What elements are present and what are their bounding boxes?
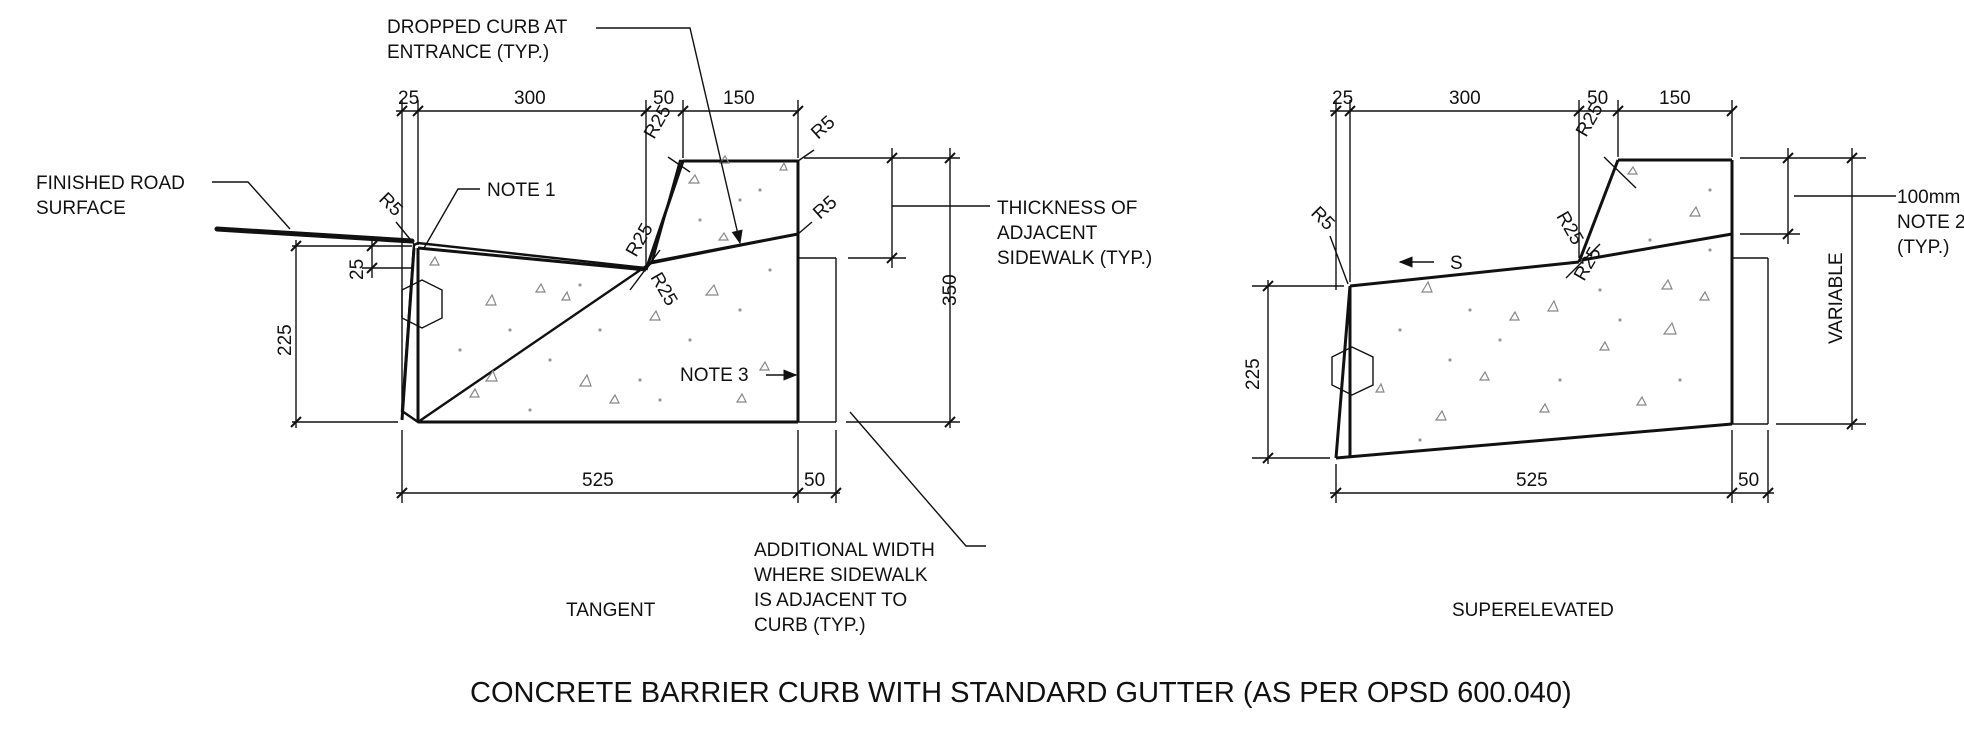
tangent-left-dimensions: 225 25 [275, 236, 412, 428]
super-left-dimensions: 225 [1243, 280, 1344, 464]
super-r5-left: R5 [1306, 203, 1338, 235]
tangent-section: 25 300 50 150 R25 R5 R5 R25 R25 R5 225 2… [36, 17, 1152, 636]
label-100mm: 100mm [1897, 187, 1960, 208]
tangent-aggregate-pattern [428, 154, 788, 412]
tangent-dim-top-150: 150 [723, 88, 755, 109]
label-dropped-curb-1: DROPPED CURB AT [387, 17, 568, 38]
label-thickness-2: ADJACENT [997, 223, 1098, 244]
super-right-dimensions: VARIABLE 100mm NOTE 2 (TYP.) [1740, 148, 1964, 430]
super-dim-top-150: 150 [1659, 88, 1691, 109]
tangent-dim-top-300: 300 [514, 88, 546, 109]
super-top-dimensions: 25 300 50 150 [1330, 88, 1738, 290]
super-dim-top-50: 50 [1587, 88, 1608, 109]
label-finished-road-1: FINISHED ROAD [36, 173, 185, 194]
label-dropped-curb-2: ENTRANCE (TYP.) [387, 42, 549, 63]
super-r25-mid: R25 [1552, 208, 1588, 249]
label-finished-road-2: SURFACE [36, 198, 126, 219]
tangent-r5-top: R5 [807, 112, 839, 144]
drawing-title: CONCRETE BARRIER CURB WITH STANDARD GUTT… [470, 677, 1572, 709]
super-aggregate-pattern [1374, 165, 1712, 442]
tangent-dim-225: 225 [275, 324, 296, 356]
label-additional-4: CURB (TYP.) [754, 615, 866, 636]
super-slope-label: S [1450, 253, 1463, 274]
tangent-dim-top-50: 50 [653, 88, 674, 109]
label-additional-1: ADDITIONAL WIDTH [754, 540, 935, 561]
caption-superelevated: SUPERELEVATED [1452, 600, 1614, 621]
tangent-dim-525: 525 [582, 470, 614, 491]
super-dim-variable: VARIABLE [1826, 252, 1847, 344]
tangent-bottom-dimensions: 525 50 [396, 430, 842, 503]
super-dim-225: 225 [1243, 358, 1264, 390]
tangent-dim-top-25: 25 [398, 88, 419, 109]
tangent-right-dimensions: 350 [804, 148, 961, 428]
tangent-r5-mid: R5 [809, 192, 841, 224]
super-dim-top-25: 25 [1332, 88, 1353, 109]
tangent-dim-50: 50 [804, 470, 825, 491]
label-note-1: NOTE 1 [487, 180, 556, 201]
tangent-r25-lower: R25 [646, 269, 682, 310]
tangent-outline [214, 159, 837, 424]
super-outline [1331, 158, 1769, 460]
label-additional-3: IS ADJACENT TO [754, 590, 907, 611]
tangent-top-dimensions: 25 300 50 150 [396, 88, 804, 420]
label-note-2-typ: (TYP.) [1897, 237, 1949, 258]
super-dowel-hex [1331, 346, 1374, 396]
label-additional-2: WHERE SIDEWALK [754, 565, 928, 586]
super-bottom-dimensions: 525 50 [1330, 430, 1774, 503]
tangent-dim-350: 350 [940, 274, 961, 306]
super-dim-top-300: 300 [1449, 88, 1481, 109]
super-dim-50: 50 [1738, 470, 1759, 491]
superelevated-section: 25 300 50 150 R25 R25 R25 R5 S 225 [1243, 88, 1964, 621]
label-thickness-1: THICKNESS OF [997, 198, 1137, 219]
super-dim-525: 525 [1516, 470, 1548, 491]
super-r25-lower: R25 [1570, 244, 1606, 285]
label-note-3: NOTE 3 [680, 365, 749, 386]
tangent-dim-25: 25 [347, 259, 368, 280]
label-thickness-3: SIDEWALK (TYP.) [997, 248, 1152, 269]
caption-tangent: TANGENT [566, 600, 656, 621]
label-note-2: NOTE 2 [1897, 212, 1964, 233]
